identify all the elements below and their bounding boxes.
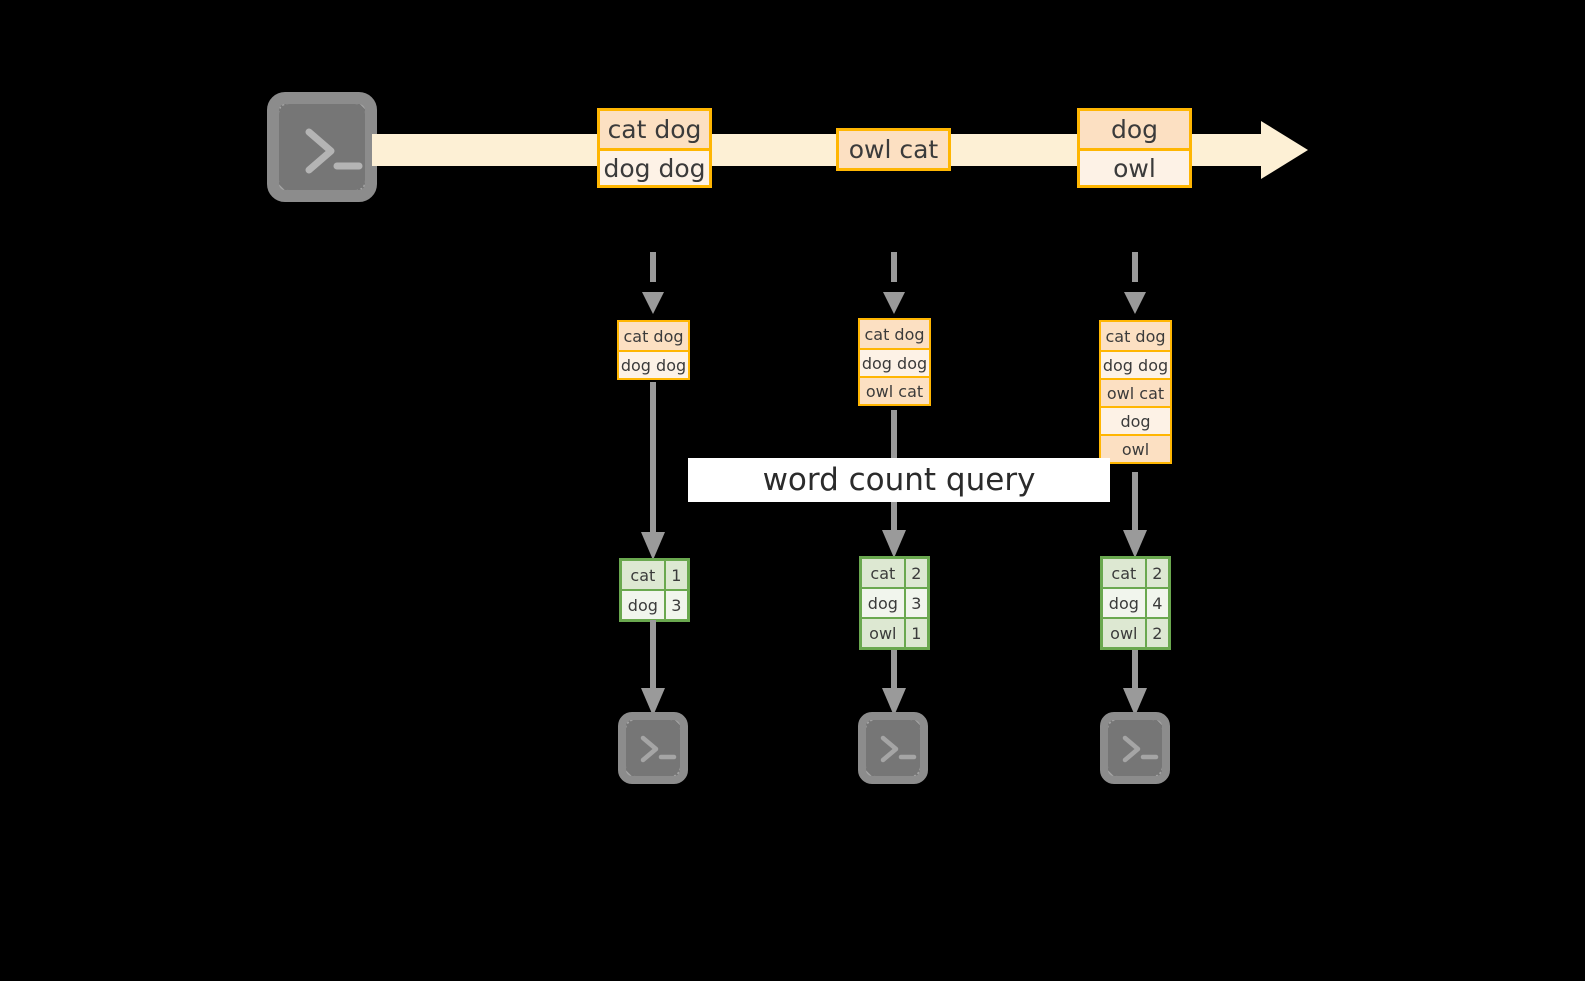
stack-row: cat dog <box>619 322 688 350</box>
table-row: dog 3 <box>862 587 927 617</box>
table-row: dog 3 <box>622 589 687 619</box>
sink-terminal-icon <box>858 712 928 784</box>
result-count: 4 <box>1144 589 1168 617</box>
terminal-prompt-glyph <box>640 735 677 763</box>
terminal-prompt-glyph <box>305 128 363 174</box>
table-row: owl 2 <box>1103 617 1168 647</box>
stream-message-line: dog <box>1080 111 1189 148</box>
stack-row: cat dog <box>1101 322 1170 350</box>
result-count: 3 <box>903 589 927 617</box>
table-row: cat 1 <box>622 561 687 589</box>
result-table: cat 1 dog 3 <box>619 558 690 622</box>
stream-to-stack-arrow <box>642 252 664 314</box>
result-word: owl <box>862 619 904 647</box>
result-word: owl <box>1103 619 1145 647</box>
result-count: 1 <box>663 561 687 589</box>
terminal-prompt-glyph <box>1122 735 1159 763</box>
stream-to-stack-arrow <box>883 252 905 314</box>
sink-terminal-icon <box>618 712 688 784</box>
stack-row: owl cat <box>860 376 929 404</box>
result-word: cat <box>1103 559 1145 587</box>
table-row: cat 2 <box>862 559 927 587</box>
stream-arrowhead-icon <box>1261 121 1308 179</box>
stack-row: dog dog <box>1101 350 1170 378</box>
stack-row: owl <box>1101 434 1170 462</box>
result-count: 2 <box>1144 559 1168 587</box>
stack-row: dog dog <box>619 350 688 378</box>
result-to-sink-arrow <box>1123 650 1147 716</box>
result-table: cat 2 dog 3 owl 1 <box>859 556 930 650</box>
table-row: cat 2 <box>1103 559 1168 587</box>
result-word: dog <box>622 591 664 619</box>
source-terminal-icon <box>267 92 377 202</box>
query-arrow <box>641 382 665 560</box>
stream-message: dog owl <box>1077 108 1192 188</box>
stream-message-line: dog dog <box>600 148 709 185</box>
result-word: dog <box>1103 589 1145 617</box>
stack-row: owl cat <box>1101 378 1170 406</box>
result-count: 3 <box>663 591 687 619</box>
stream-message-line: owl <box>1080 148 1189 185</box>
table-row: dog 4 <box>1103 587 1168 617</box>
stream-message: owl cat <box>836 128 951 171</box>
stream-message-line: owl cat <box>839 131 948 168</box>
stream-message: cat dog dog dog <box>597 108 712 188</box>
stream-to-stack-arrow <box>1124 252 1146 314</box>
result-table: cat 2 dog 4 owl 2 <box>1100 556 1171 650</box>
query-arrow <box>1123 472 1147 558</box>
stream-message-line: cat dog <box>600 111 709 148</box>
terminal-prompt-glyph <box>880 735 917 763</box>
result-count: 2 <box>903 559 927 587</box>
table-row: owl 1 <box>862 617 927 647</box>
stack-row: cat dog <box>860 320 929 348</box>
result-word: dog <box>862 589 904 617</box>
result-to-sink-arrow <box>641 620 665 716</box>
query-label: word count query <box>688 458 1110 502</box>
result-to-sink-arrow <box>882 650 906 716</box>
stream-snapshot-stack: cat dog dog dog owl cat dog owl <box>1099 320 1172 464</box>
result-count: 1 <box>903 619 927 647</box>
stack-row: dog <box>1101 406 1170 434</box>
stream-snapshot-stack: cat dog dog dog <box>617 320 690 380</box>
result-word: cat <box>862 559 904 587</box>
stack-row: dog dog <box>860 348 929 376</box>
result-word: cat <box>622 561 664 589</box>
result-count: 2 <box>1144 619 1168 647</box>
sink-terminal-icon <box>1100 712 1170 784</box>
stream-snapshot-stack: cat dog dog dog owl cat <box>858 318 931 406</box>
